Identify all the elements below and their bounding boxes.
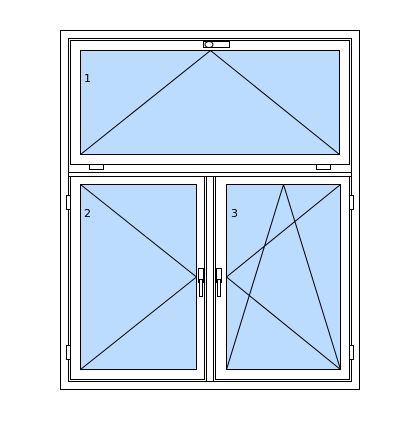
handle-2[interactable] [198, 268, 204, 297]
hinge-1-left [89, 164, 104, 170]
sash-2-opening-line-bottom [80, 276, 197, 370]
sash-2: 2 [66, 176, 205, 380]
sash-1-opening-line-left [80, 50, 211, 155]
handle-1-base [203, 41, 230, 48]
handle-3[interactable] [216, 268, 222, 297]
pane-label-3: 3 [231, 207, 238, 220]
sash-2-opening-line-top [80, 184, 197, 278]
sash-1: 1 [70, 40, 350, 170]
handle-1-knob [204, 41, 214, 48]
sash-3-tilt-line-left [226, 184, 284, 370]
hinge-2-bottom [66, 345, 71, 360]
sash-2-glass [80, 184, 197, 370]
hinge-1-right [316, 164, 331, 170]
sash-3-glass [226, 184, 341, 370]
sash-3-tilt-line-right [283, 184, 341, 370]
sash-3: 3 [215, 176, 354, 380]
hinge-3-bottom [349, 345, 354, 360]
hinge-2-top [66, 195, 71, 210]
sash-1-glass [80, 50, 340, 155]
handle-2-grip [199, 279, 203, 297]
sash-3-opening-line-bottom [226, 276, 341, 370]
sash-1-opening-line-right [210, 50, 340, 155]
pane-label-1: 1 [84, 72, 91, 85]
handle-1[interactable] [203, 41, 230, 48]
sash-3-opening-line-top [226, 184, 341, 278]
pane-label-2: 2 [84, 207, 91, 220]
handle-3-grip [217, 279, 221, 297]
hinge-3-top [349, 195, 354, 210]
